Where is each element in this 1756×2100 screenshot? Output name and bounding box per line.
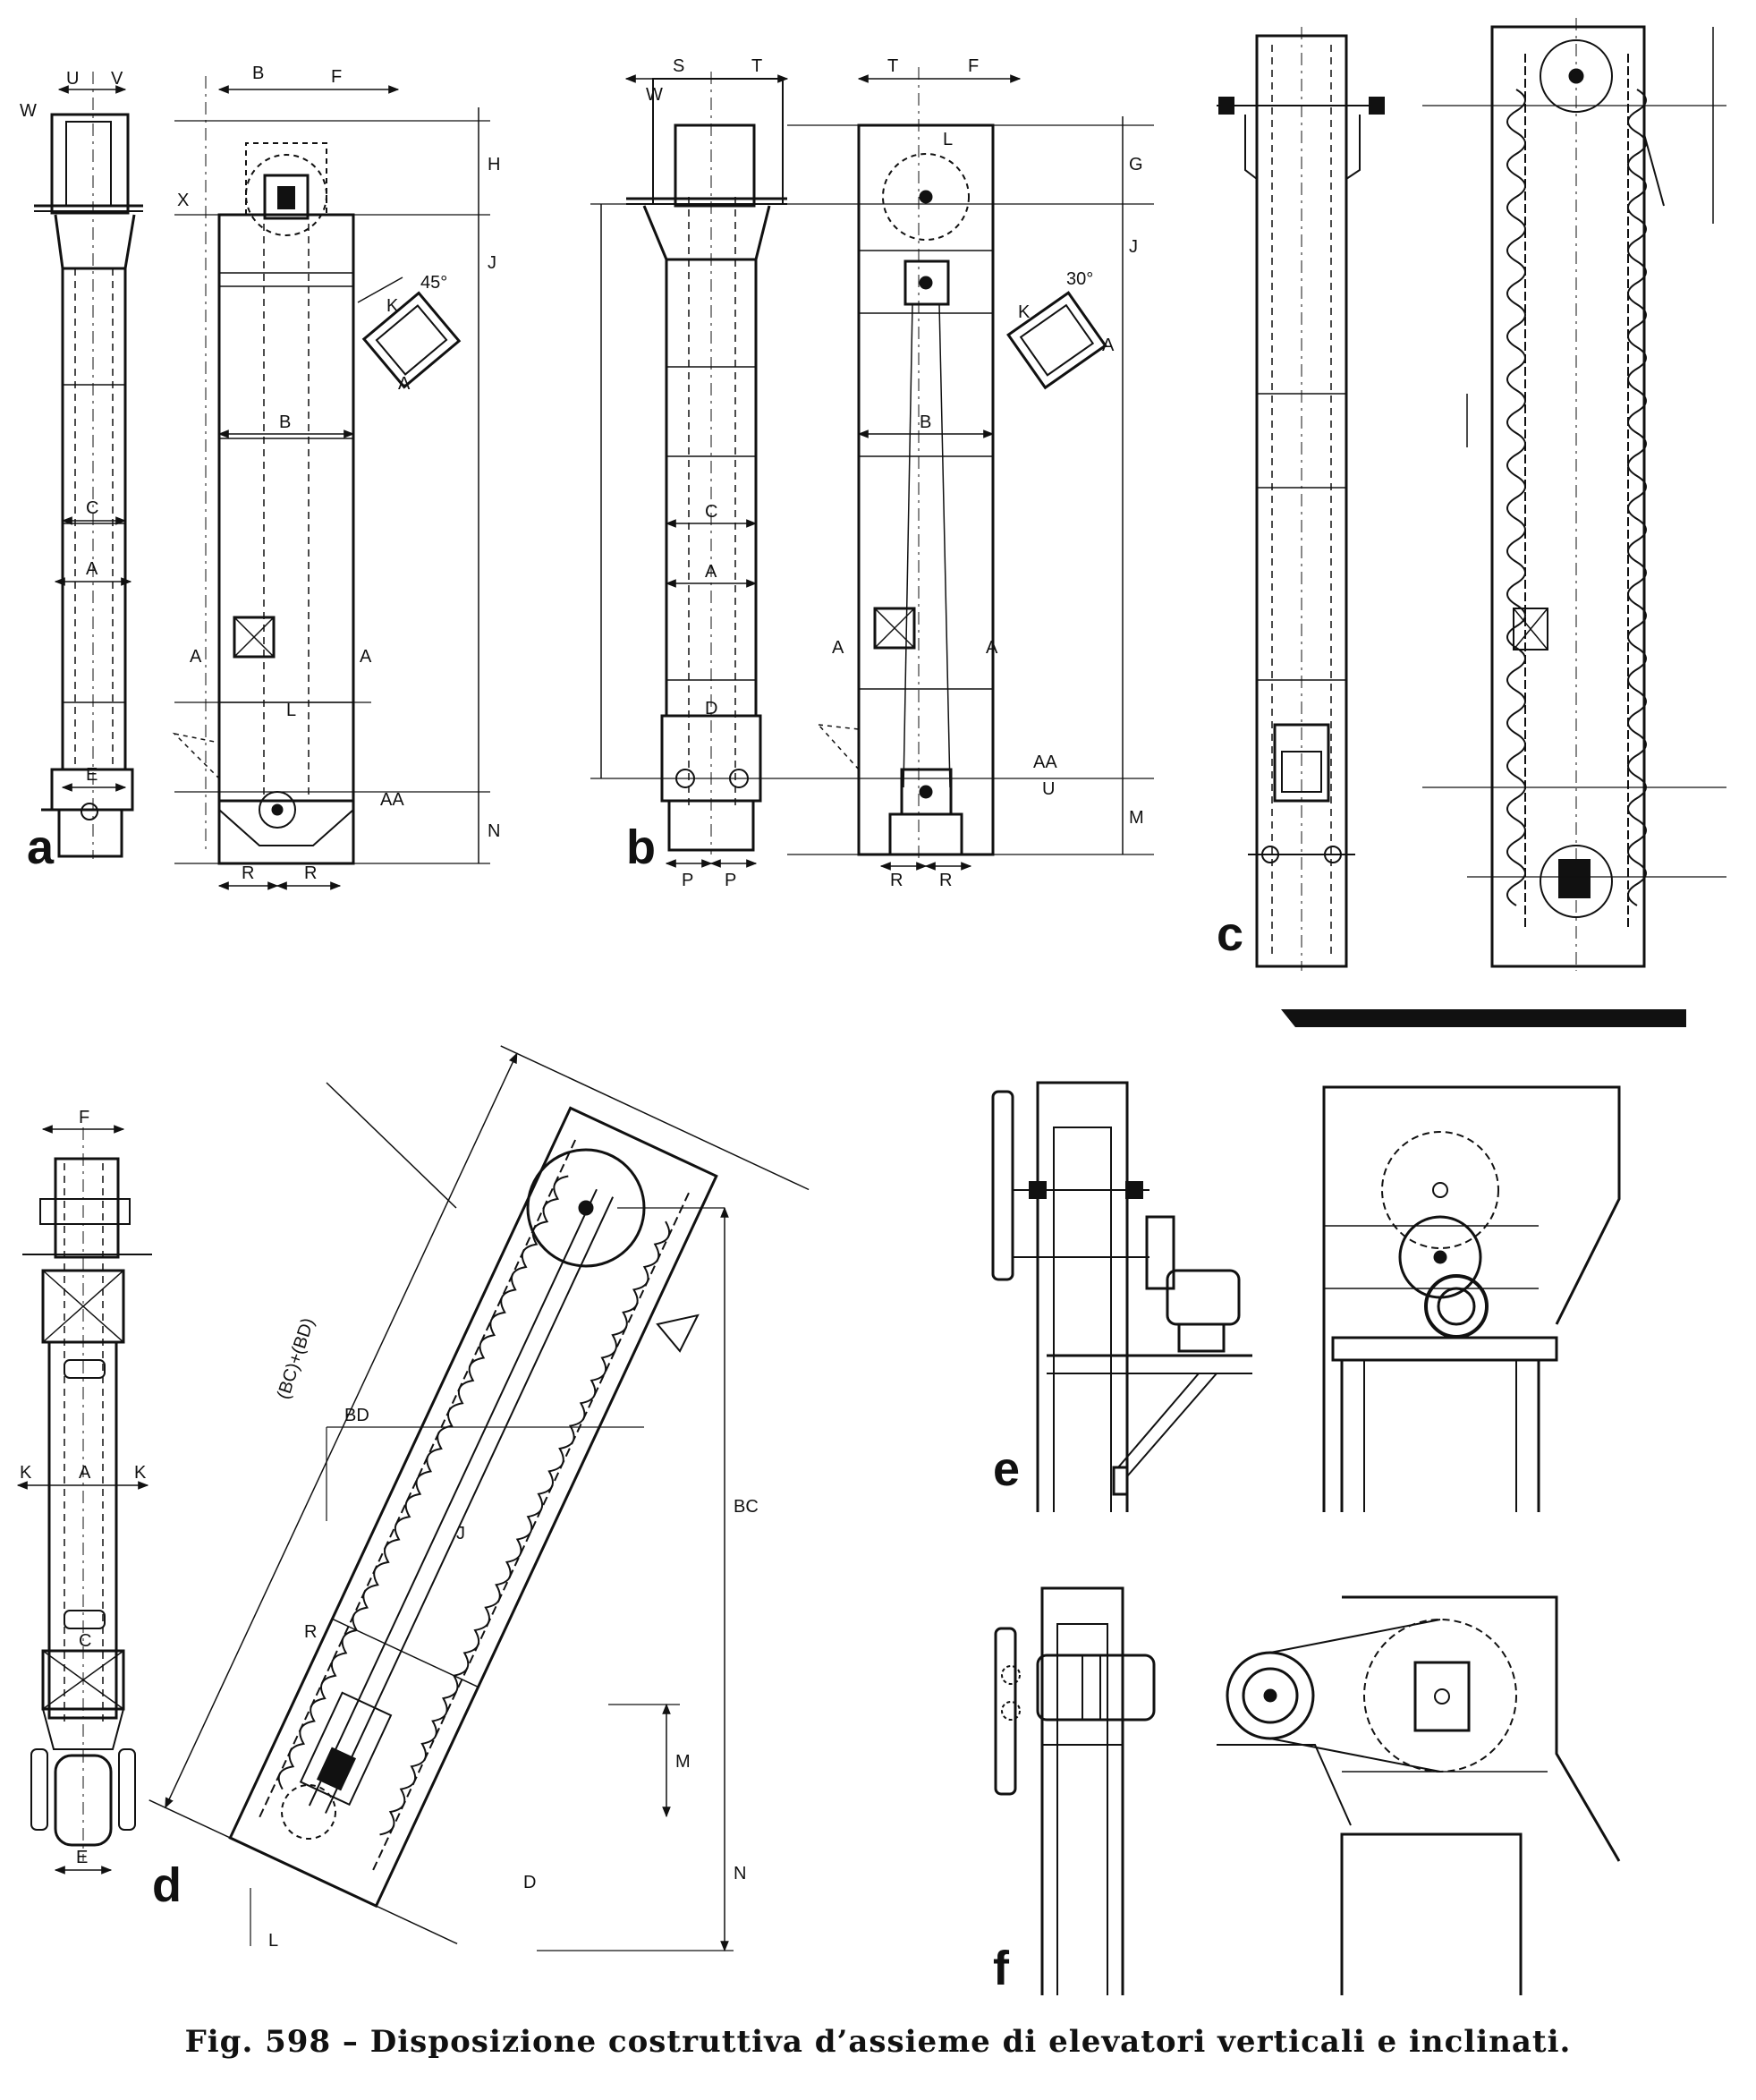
dim-b-30: 30° — [1066, 269, 1093, 289]
dim-d-d: D — [523, 1873, 536, 1892]
dim-a-h: H — [488, 155, 500, 174]
dim-b-t2: T — [887, 56, 898, 76]
dim-b-j: J — [1129, 237, 1138, 257]
panel-c-label: c — [1217, 907, 1243, 961]
dim-b-a2: A — [1102, 336, 1115, 355]
dim-d-a: A — [79, 1463, 91, 1483]
dim-d-k1: K — [20, 1463, 32, 1483]
dim-d-f: F — [79, 1108, 89, 1127]
dim-a-u: U — [66, 69, 79, 89]
panel-e-front-view — [1322, 1085, 1621, 1512]
dim-a-v: V — [111, 69, 123, 89]
dim-a-n: N — [488, 821, 500, 841]
dim-a-sec1: A — [190, 647, 202, 667]
dim-d-n: N — [734, 1864, 746, 1883]
dim-a-b: B — [279, 412, 291, 432]
dim-a-w: W — [20, 101, 37, 121]
dim-a-r2: R — [304, 863, 317, 883]
dim-b-sec1: A — [832, 638, 844, 658]
panel-c-front-view — [1422, 18, 1726, 971]
figure-caption: Fig. 598 – Disposizione costruttiva d’as… — [184, 2024, 1572, 2060]
dim-b-sec2: A — [986, 638, 998, 658]
panel-a-front-view — [172, 76, 490, 890]
dim-a-b-top: B — [252, 64, 264, 83]
dim-b-aa: AA — [1033, 752, 1057, 772]
dim-b-c: C — [705, 502, 717, 522]
dim-d-k2: K — [134, 1463, 147, 1483]
dim-b-s: S — [673, 56, 684, 76]
panel-b-front-view — [590, 67, 1154, 871]
panel-f-side-view — [994, 1586, 1156, 1995]
panel-f-drive-unit: f — [993, 1586, 1621, 1995]
dim-b-a: A — [705, 562, 717, 582]
dim-b-k: K — [1018, 302, 1031, 322]
panel-f-label: f — [993, 1942, 1010, 1995]
panel-e-side-view — [991, 1081, 1252, 1512]
dim-a-f: F — [331, 67, 342, 87]
dim-d-bd: BD — [344, 1406, 369, 1425]
panel-e-drive-unit: e — [991, 1081, 1621, 1512]
panel-a-label: a — [27, 820, 55, 874]
dim-a-k: K — [386, 296, 399, 316]
panel-b-label: b — [626, 820, 656, 874]
dim-d-m: M — [675, 1752, 691, 1772]
panel-c-elevator-vertical: c — [1217, 18, 1726, 1027]
dim-b-u: U — [1042, 779, 1055, 799]
dim-d-l: L — [268, 1931, 278, 1951]
panel-a-elevator-vertical: a U V W X C A E B F H J K 45° A B L AA N… — [20, 64, 500, 890]
dim-b-g: G — [1129, 155, 1143, 174]
dim-d-c: C — [79, 1631, 91, 1651]
dim-d-bc: BC — [734, 1497, 759, 1517]
dim-b-d: D — [705, 699, 717, 718]
panel-c-side-view — [1217, 27, 1385, 971]
panel-d-inclined-view — [148, 1045, 810, 1945]
dim-d-j: J — [456, 1524, 465, 1543]
panel-d-label: d — [152, 1858, 182, 1912]
dim-a-e: E — [86, 765, 98, 785]
dim-d-bcbd: (BC)+(BD) — [274, 1315, 318, 1401]
dim-a-a2: A — [398, 374, 411, 394]
dim-b-t: T — [751, 56, 762, 76]
dim-b-f: F — [968, 56, 979, 76]
dim-b-b: B — [920, 412, 931, 432]
dim-b-w: W — [646, 85, 663, 105]
dim-a-a: A — [86, 559, 98, 579]
dim-b-p1: P — [682, 871, 693, 890]
dim-a-c: C — [86, 498, 98, 518]
dim-b-r1: R — [890, 871, 903, 890]
panel-b-elevator-vertical: b S T W C A D P P T F L G J 30° K A B AA… — [590, 56, 1154, 890]
dim-a-l: L — [286, 701, 296, 720]
panel-e-label: e — [993, 1442, 1020, 1496]
dim-b-p2: P — [725, 871, 736, 890]
dim-a-45: 45° — [420, 273, 447, 293]
dim-a-r1: R — [242, 863, 254, 883]
dim-a-j: J — [488, 253, 496, 273]
dim-b-r2: R — [939, 871, 952, 890]
dim-a-aa: AA — [380, 790, 404, 810]
dim-b-m: M — [1129, 808, 1144, 828]
panel-f-front-view — [1217, 1595, 1621, 1995]
dim-d-e: E — [76, 1848, 88, 1867]
panel-b-side-view — [600, 72, 789, 868]
dim-d-r: R — [304, 1622, 317, 1642]
dim-a-sec2: A — [360, 647, 372, 667]
panel-d-elevator-inclined: d F A K K C E BD BC R M N D L J (BC)+(BD… — [16, 1045, 810, 1952]
dim-b-l: L — [943, 130, 953, 149]
panel-a-side-view — [34, 72, 143, 859]
panel-d-side-view — [16, 1125, 152, 1875]
dim-a-x: X — [177, 191, 189, 210]
